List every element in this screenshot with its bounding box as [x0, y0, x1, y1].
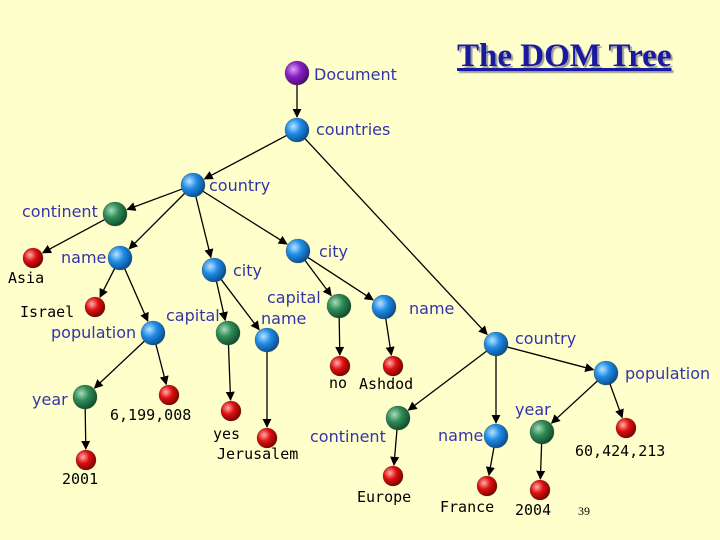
- attribute-node-capital1: [215, 320, 241, 346]
- countries-label: countries: [316, 120, 391, 139]
- text-node-israel: [84, 296, 106, 318]
- population-label: population: [51, 323, 137, 342]
- tree-edge: [41, 219, 105, 254]
- continent-label: continent: [22, 202, 98, 221]
- tree-edge: [93, 340, 145, 389]
- page-number: 39: [578, 504, 590, 518]
- element-node-countries: [284, 117, 310, 143]
- tree-edge: [203, 135, 287, 180]
- tree-edge: [202, 190, 288, 245]
- year-value: 2001: [62, 470, 99, 488]
- tree-edge: [195, 196, 214, 259]
- page-title: The DOM Tree: [457, 38, 672, 74]
- city-label: city: [233, 261, 262, 280]
- population-value: 6,199,008: [110, 406, 192, 424]
- jerusalem-text: Jerusalem: [217, 445, 299, 463]
- tree-edge: [304, 260, 332, 297]
- element-node-name3: [371, 294, 397, 320]
- text-node-no: [329, 355, 351, 377]
- text-node-jerusalem: [256, 427, 278, 449]
- country-label: country: [209, 176, 271, 195]
- document-node-document: [284, 60, 310, 86]
- asia-text: Asia: [8, 269, 45, 287]
- attribute-node-continent2: [385, 405, 411, 431]
- text-node-france: [476, 475, 498, 497]
- tree-edge: [485, 447, 495, 477]
- document-label: Document: [314, 65, 397, 84]
- yes-text: yes: [213, 425, 241, 443]
- tree-edge: [128, 193, 185, 250]
- population-value: 60,424,213: [575, 442, 666, 460]
- no-text: no: [329, 374, 348, 392]
- text-node-europe: [382, 465, 404, 487]
- element-node-population2: [593, 360, 619, 386]
- tree-edge: [407, 350, 487, 411]
- tree-edges: [41, 85, 624, 480]
- year-value: 2004: [515, 501, 552, 519]
- element-node-city2: [285, 238, 311, 264]
- tree-edge: [609, 384, 624, 419]
- europe-text: Europe: [357, 488, 412, 506]
- element-node-name1: [107, 245, 133, 271]
- attribute-node-capital2: [326, 293, 352, 319]
- continent-label: continent: [310, 427, 386, 446]
- tree-edge: [225, 344, 235, 401]
- element-node-country2: [483, 331, 509, 357]
- name-label: name: [438, 426, 484, 445]
- capital-label: capital: [166, 306, 220, 325]
- text-node-asia: [22, 247, 44, 269]
- country-label: country: [515, 329, 577, 348]
- attribute-node-year2: [529, 419, 555, 445]
- tree-edge: [385, 318, 395, 357]
- year-label: year: [32, 390, 68, 409]
- year-label: year: [515, 400, 551, 419]
- tree-edge: [99, 268, 116, 299]
- tree-edge: [507, 346, 595, 372]
- attribute-node-year1: [72, 384, 98, 410]
- city-label: city: [319, 242, 348, 261]
- ashdod-text: Ashdod: [359, 375, 414, 393]
- text-node-yearv1: [75, 449, 97, 471]
- element-node-city1: [201, 257, 227, 283]
- tree-edge: [81, 408, 91, 450]
- population-label: population: [625, 364, 711, 383]
- tree-edge: [124, 268, 149, 322]
- capital-label: capital: [267, 288, 321, 307]
- name-label: name: [261, 309, 307, 328]
- tree-edge: [307, 257, 374, 301]
- tree-edge: [536, 443, 546, 480]
- tree-edge: [304, 138, 488, 336]
- name-label: name: [409, 299, 455, 318]
- tree-edge: [335, 317, 345, 356]
- france-text: France: [440, 498, 495, 516]
- text-node-ashdod: [382, 355, 404, 377]
- element-node-country1: [180, 172, 206, 198]
- attribute-node-continent1: [102, 201, 128, 227]
- tree-edge: [215, 281, 228, 322]
- tree-edge: [155, 344, 169, 386]
- tree-edge: [220, 279, 260, 331]
- tree-nodes: [22, 60, 637, 501]
- israel-text: Israel: [20, 303, 75, 321]
- tree-edge: [550, 380, 598, 424]
- text-node-pop1: [158, 384, 180, 406]
- tree-edge: [126, 188, 182, 211]
- element-node-name4: [483, 423, 509, 449]
- tree-edge: [390, 429, 400, 466]
- name-label: name: [61, 248, 107, 267]
- text-node-pop2: [615, 417, 637, 439]
- text-node-yearv2: [529, 479, 551, 501]
- text-node-yes: [220, 400, 242, 422]
- element-node-name2: [254, 327, 280, 353]
- element-node-population1: [140, 320, 166, 346]
